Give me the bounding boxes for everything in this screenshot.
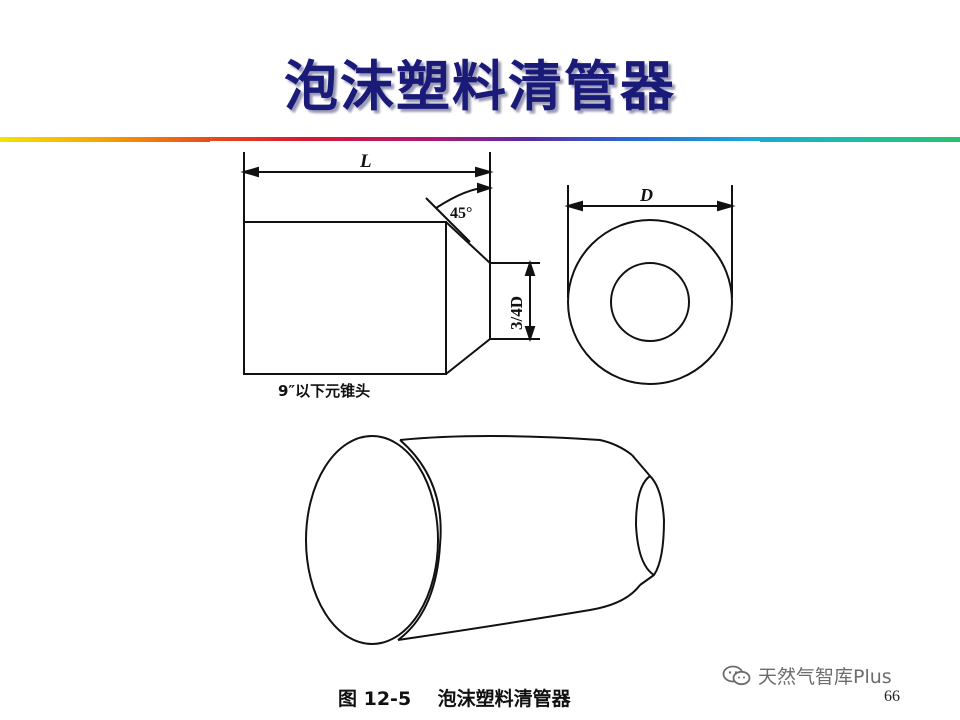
title-underline-gap xyxy=(210,141,760,144)
dim-d-arrow-left xyxy=(564,200,583,212)
dim-l-arrow-right xyxy=(475,166,494,178)
dim-nose-arrow-top xyxy=(524,259,536,276)
slide-title: 泡沫塑料清管器 xyxy=(284,55,676,118)
angle-arrow xyxy=(477,182,494,194)
wechat-icon xyxy=(722,665,751,685)
iso-front-rim xyxy=(397,439,442,641)
side-view-body xyxy=(243,221,447,375)
page-number: 66 xyxy=(884,688,900,705)
end-view-outer xyxy=(567,219,733,385)
dim-diameter-label: D xyxy=(639,185,653,205)
dim-length-label: L xyxy=(359,151,372,172)
iso-nose-face xyxy=(634,475,655,576)
angle-leader xyxy=(425,197,471,243)
iso-cone xyxy=(631,454,666,586)
dim-nose-label: 3/4D xyxy=(507,296,526,330)
dim-angle-label: 45° xyxy=(450,205,472,222)
iso-body-bottom xyxy=(397,584,641,641)
dim-d-arrow-right xyxy=(717,200,736,212)
dim-l-arrow-left xyxy=(240,166,259,178)
dim-nose-arrow-bottom xyxy=(524,326,536,343)
watermark-text: 天然气智库Plus xyxy=(758,666,892,688)
title-underline-bar xyxy=(0,137,960,142)
end-view-inner xyxy=(610,262,690,342)
side-view-cone xyxy=(445,221,491,375)
iso-body-top xyxy=(399,435,633,456)
side-view-sublabel: 9″以下元锥头 xyxy=(278,382,371,400)
watermark: 天然气智库Plus xyxy=(722,662,892,689)
iso-front-face xyxy=(305,435,439,645)
figure-caption: 图 12-5 泡沫塑料清管器 xyxy=(338,688,571,710)
